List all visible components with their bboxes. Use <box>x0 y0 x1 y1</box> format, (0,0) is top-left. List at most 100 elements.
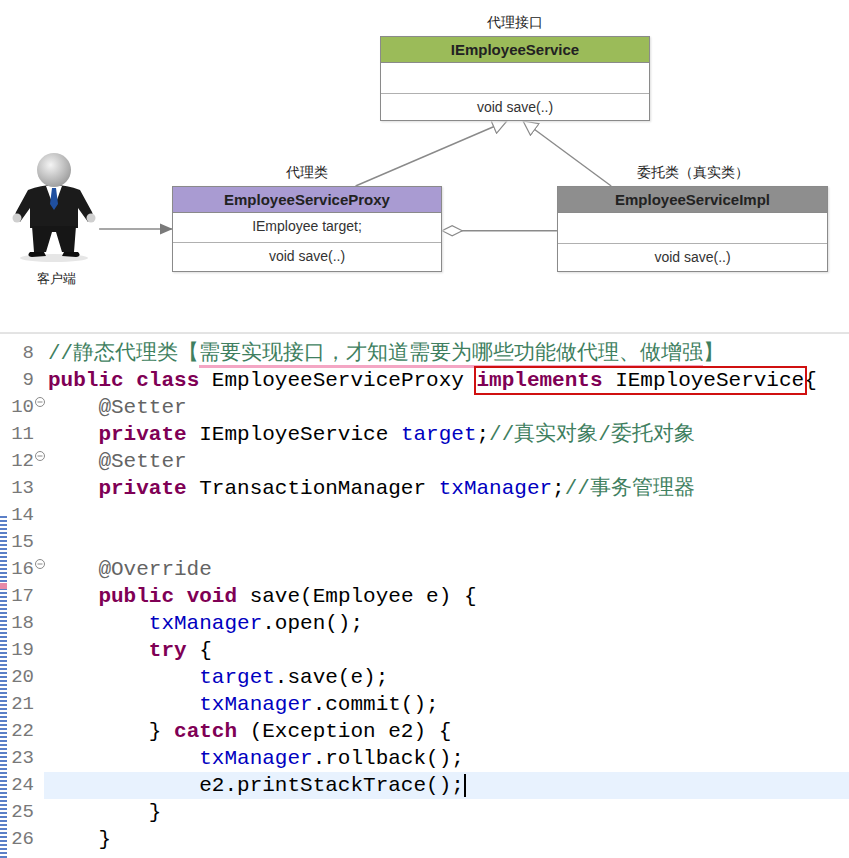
code-line: public void save(Employee e) { <box>98 583 476 610</box>
code-line: public class EmployeeServiceProxy implem… <box>48 367 817 394</box>
class-member: void save(..) <box>654 248 730 266</box>
line-number: 12 <box>0 448 34 475</box>
current-line <box>44 772 849 799</box>
code-token: private <box>98 477 186 500</box>
class-compartment: void save(..) <box>381 93 649 120</box>
code-line: txManager.commit(); <box>199 691 438 718</box>
code-token: { <box>804 369 817 392</box>
code-token: txManager <box>439 477 552 500</box>
code-token: //静态代理类【 <box>48 342 199 365</box>
code-token: txManager <box>199 693 312 716</box>
class-header: EmployeeServiceProxy <box>173 187 441 213</box>
line-number: 20 <box>0 664 34 691</box>
class-compartment <box>558 213 827 243</box>
stereotype-label: 代理类 <box>172 162 442 186</box>
code-token: public <box>48 369 124 392</box>
class-compartment: void save(..) <box>173 242 441 271</box>
code-token: .rollback(); <box>313 747 464 770</box>
code-text: private TransactionManager txManager;//事… <box>98 477 695 500</box>
code-line: e2.printStackTrace(); <box>199 772 466 799</box>
code-line: //静态代理类【需要实现接口，才知道需要为哪些功能做代理、做增强】 <box>48 340 724 367</box>
code-token: class <box>136 369 199 392</box>
code-text: e2.printStackTrace(); <box>199 774 466 797</box>
code-text: @Override <box>98 558 211 581</box>
code-token: save(Employee e) { <box>237 585 476 608</box>
code-line: txManager.open(); <box>149 610 363 637</box>
code-token: (Exception e2) { <box>237 720 451 743</box>
code-token: .commit(); <box>313 693 439 716</box>
line-number: 17 <box>0 583 34 610</box>
line-number: 15 <box>0 529 34 556</box>
class-member: void save(..) <box>477 98 553 116</box>
code-text: public class EmployeeServiceProxy implem… <box>48 369 817 392</box>
code-text: } catch (Exception e2) { <box>149 720 451 743</box>
code-token: TransactionManager <box>187 477 439 500</box>
code-token: { <box>187 639 212 662</box>
code-token: //真实对象/委托对象 <box>489 423 695 446</box>
code-text: private IEmployeService target;//真实对象/委托… <box>98 423 695 446</box>
code-line: @Override <box>98 556 211 583</box>
uml-connector <box>356 121 507 186</box>
change-bar <box>0 514 7 858</box>
class-node: 委托类（真实类）EmployeeServiceImpl void save(..) <box>557 162 828 272</box>
line-number: 13 <box>0 475 34 502</box>
code-token: } <box>98 828 111 851</box>
code-token: .open(); <box>262 612 363 635</box>
code-token: @Override <box>98 558 211 581</box>
class-compartment: void save(..) <box>558 243 827 271</box>
code-text: @Setter <box>98 450 186 473</box>
code-highlight: implements IEmployeService <box>477 369 805 392</box>
line-number: 21 <box>0 691 34 718</box>
line-number: 26 <box>0 826 34 853</box>
code-token: @Setter <box>98 450 186 473</box>
code-text: txManager.commit(); <box>199 693 438 716</box>
code-token: implements <box>477 369 603 392</box>
code-token: e2.printStackTrace(); <box>199 774 464 797</box>
code-token: void <box>187 585 237 608</box>
code-text: } <box>149 801 162 824</box>
class-name: EmployeeServiceProxy <box>224 190 390 209</box>
line-number: 24 <box>0 772 34 799</box>
code-text: try { <box>149 639 212 662</box>
code-token <box>174 585 187 608</box>
class-node: 代理类 EmployeeServiceProxyIEmployee target;… <box>172 162 442 272</box>
code-token: txManager <box>199 747 312 770</box>
businessman-figure <box>6 146 102 262</box>
code-token: public <box>98 585 174 608</box>
code-token: ; <box>477 423 490 446</box>
code-line: txManager.rollback(); <box>199 745 464 772</box>
code-token: private <box>98 423 186 446</box>
line-number: 19 <box>0 637 34 664</box>
stereotype-label: 委托类（真实类） <box>557 162 828 186</box>
code-token: target <box>199 666 275 689</box>
line-number: 10 <box>0 394 34 421</box>
separator <box>0 333 849 334</box>
class-name: IEmployeeService <box>451 40 579 59</box>
code-line: @Setter <box>98 394 186 421</box>
line-number: 25 <box>0 799 34 826</box>
code-line: private TransactionManager txManager;//事… <box>98 475 695 502</box>
code-token: @Setter <box>98 396 186 419</box>
code-line: private IEmployeService target;//真实对象/委托… <box>98 421 695 448</box>
stereotype-label: 代理接口 <box>380 12 650 36</box>
uml-connector <box>523 121 611 186</box>
code-line: } <box>149 799 162 826</box>
line-number: 22 <box>0 718 34 745</box>
class-box: IEmployeeService void save(..) <box>380 36 650 121</box>
class-compartment: IEmployee target; <box>173 213 441 242</box>
code-text: target.save(e); <box>199 666 388 689</box>
class-header: IEmployeeService <box>381 37 649 63</box>
code-text: txManager.rollback(); <box>199 747 464 770</box>
code-token: try <box>149 639 187 662</box>
code-line: try { <box>149 637 212 664</box>
class-header: EmployeeServiceImpl <box>558 187 827 213</box>
code-token: //事务管理器 <box>565 477 695 500</box>
code-token: catch <box>174 720 237 743</box>
class-member: IEmployee target; <box>252 217 362 235</box>
fold-markers <box>36 398 45 569</box>
change-mark <box>0 583 7 589</box>
class-box: EmployeeServiceImpl void save(..) <box>557 186 828 272</box>
line-number: 9 <box>0 367 34 394</box>
code-line: } catch (Exception e2) { <box>149 718 451 745</box>
code-token: target <box>401 423 477 446</box>
